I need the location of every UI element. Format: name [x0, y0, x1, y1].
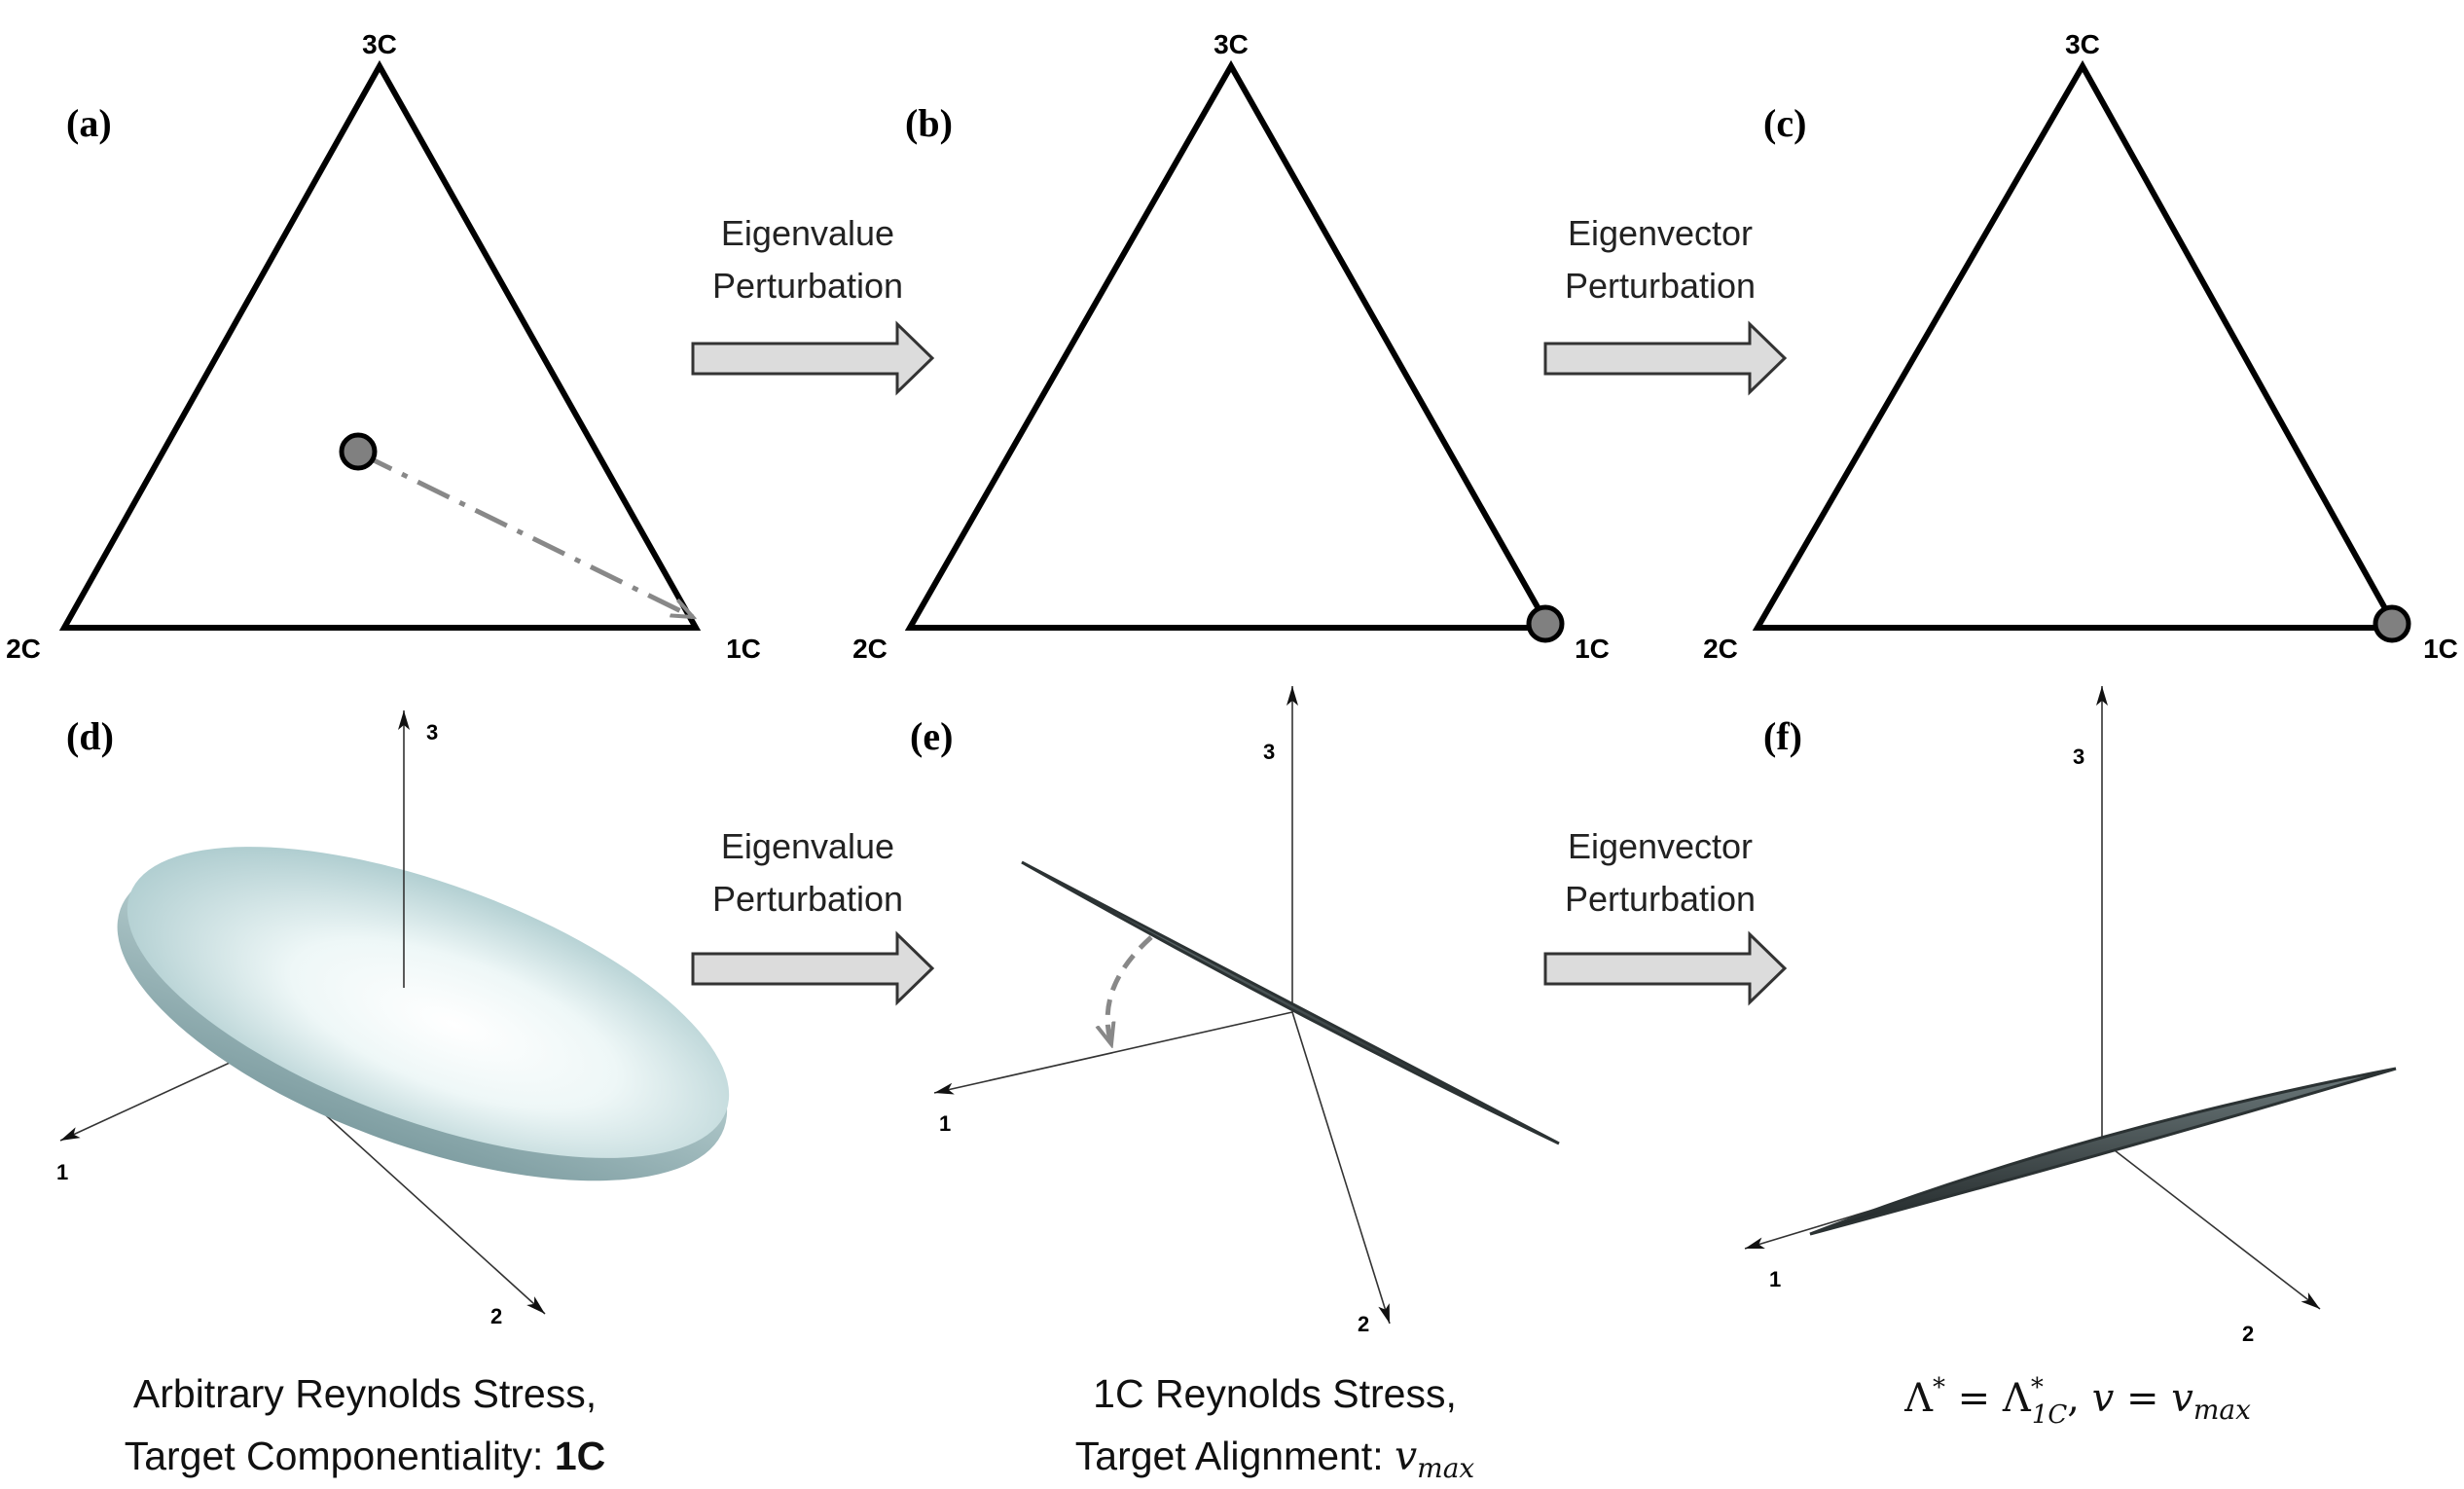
panel-f-label: (f)	[1763, 714, 1802, 758]
vertex-2c-c: 2C	[1703, 634, 1738, 664]
vertex-3c-b: 3C	[1214, 29, 1249, 59]
panel-c: (c) 3C 2C 1C	[1703, 29, 2458, 664]
stress-state-marker-c	[2373, 604, 2411, 643]
arrow-eigenvector-bottom: Eigenvector Perturbation	[1543, 826, 1788, 1006]
axis-2-e	[1291, 1011, 1391, 1325]
arrow-top-left-line2: Perturbation	[712, 266, 903, 306]
axis-3-label-f: 3	[2073, 744, 2084, 769]
caption-f-v: v	[2092, 1376, 2115, 1421]
reynolds-stress-ellipsoid	[117, 847, 730, 1181]
caption-f-sub2: max	[2193, 1394, 2251, 1426]
panel-b: (b) 3C 2C 1C	[852, 29, 1610, 664]
panel-c-label: (c)	[1763, 101, 1806, 145]
axis-1-label-f: 1	[1769, 1267, 1781, 1291]
panel-e-label: (e)	[910, 714, 953, 758]
axis-2-f	[2101, 1140, 2321, 1310]
caption-f-eq2: =	[2114, 1376, 2171, 1421]
axis-1-label-e: 1	[939, 1111, 951, 1136]
caption-e-line1: 1C Reynolds Stress,	[1093, 1371, 1457, 1416]
vertex-1c-b: 1C	[1575, 634, 1610, 664]
big-arrow-bottom-right	[1543, 930, 1788, 1006]
caption-e: 1C Reynolds Stress, Target Alignment: vm…	[1075, 1371, 1475, 1484]
panel-f: (f) 3 1 2	[1744, 686, 2397, 1346]
caption-f: Λ* = Λ*1C, v = vmax	[1903, 1373, 2251, 1430]
panel-a-label: (a)	[66, 101, 112, 145]
arrow-bottom-left-line2: Perturbation	[712, 879, 903, 919]
arrow-top-right-line1: Eigenvector	[1568, 213, 1753, 253]
caption-f-lambda2: Λ	[2002, 1376, 2032, 1421]
panel-b-label: (b)	[905, 101, 953, 145]
caption-f-sub1: 1C	[2032, 1400, 2068, 1430]
barycentric-triangle-a	[58, 59, 702, 631]
arrow-eigenvector-top: Eigenvector Perturbation	[1543, 213, 1788, 396]
arrow-bottom-left-line1: Eigenvalue	[721, 826, 894, 866]
caption-e-line2-prefix: Target Alignment:	[1075, 1434, 1395, 1478]
axis-1-e	[933, 1011, 1293, 1095]
vertex-3c-c: 3C	[2065, 29, 2100, 59]
barycentric-triangle-b	[904, 59, 1555, 631]
vertex-1c-a: 1C	[726, 634, 761, 664]
big-arrow-top-right	[1543, 320, 1788, 396]
caption-d-line2-prefix: Target Componentiality:	[125, 1434, 555, 1478]
axis-3-label-d: 3	[426, 720, 438, 744]
stress-state-marker-a	[339, 432, 378, 471]
stress-state-marker-b	[1526, 604, 1565, 643]
needle-ellipsoid-e	[1021, 860, 1560, 1145]
barycentric-triangle-c	[1752, 59, 2402, 631]
arrow-bottom-right-line2: Perturbation	[1565, 879, 1756, 919]
caption-d-line1: Arbitrary Reynolds Stress,	[133, 1371, 597, 1416]
big-arrow-top-left	[691, 320, 935, 396]
vertex-1c-c: 1C	[2423, 634, 2458, 664]
caption-d-line2: Target Componentiality: 1C	[125, 1434, 606, 1478]
caption-f-star: *	[1933, 1373, 1945, 1402]
caption-f-v2: v	[2171, 1376, 2193, 1421]
axis-2-label-d: 2	[490, 1304, 502, 1328]
axis-1-d	[59, 1050, 256, 1142]
caption-f-eq: =	[1945, 1376, 2003, 1421]
caption-d: Arbitrary Reynolds Stress, Target Compon…	[125, 1371, 606, 1478]
caption-f-comma: ,	[2067, 1376, 2091, 1421]
panel-d-label: (d)	[66, 714, 114, 758]
arrow-eigenvalue-bottom: Eigenvalue Perturbation	[691, 826, 935, 1006]
axis-2-label-e: 2	[1358, 1312, 1369, 1336]
axis-2-label-f: 2	[2242, 1322, 2254, 1346]
caption-d-line2-bold: 1C	[555, 1434, 605, 1478]
big-arrow-bottom-left	[691, 930, 935, 1006]
vertex-2c-b: 2C	[852, 634, 888, 664]
perturbation-path-arrow	[358, 451, 693, 617]
needle-ellipsoid-f	[1809, 1067, 2397, 1236]
caption-f-equation: Λ* = Λ*1C, v = vmax	[1903, 1373, 2251, 1430]
panel-e: (e) 3 1 2	[910, 686, 1560, 1336]
vertex-2c-a: 2C	[6, 634, 41, 664]
arrow-top-left-line1: Eigenvalue	[721, 213, 894, 253]
caption-e-math-sub: max	[1417, 1452, 1474, 1484]
caption-f-star2: *	[2031, 1373, 2044, 1402]
caption-e-math-v: v	[1395, 1433, 1417, 1479]
panel-a: (a) 3C 2C 1C	[6, 29, 761, 664]
panel-d: (d) 3 1 2	[56, 710, 730, 1328]
rotation-arrow-e	[1107, 935, 1153, 1044]
arrow-top-right-line2: Perturbation	[1565, 266, 1756, 306]
axis-1-label-d: 1	[56, 1160, 68, 1184]
arrow-eigenvalue-top: Eigenvalue Perturbation	[691, 213, 935, 396]
axis-3-label-e: 3	[1263, 740, 1275, 764]
vertex-3c-a: 3C	[362, 29, 397, 59]
arrow-bottom-right-line1: Eigenvector	[1568, 826, 1753, 866]
caption-f-lambda: Λ	[1903, 1376, 1934, 1421]
caption-e-line2: Target Alignment: vmax	[1075, 1433, 1475, 1484]
